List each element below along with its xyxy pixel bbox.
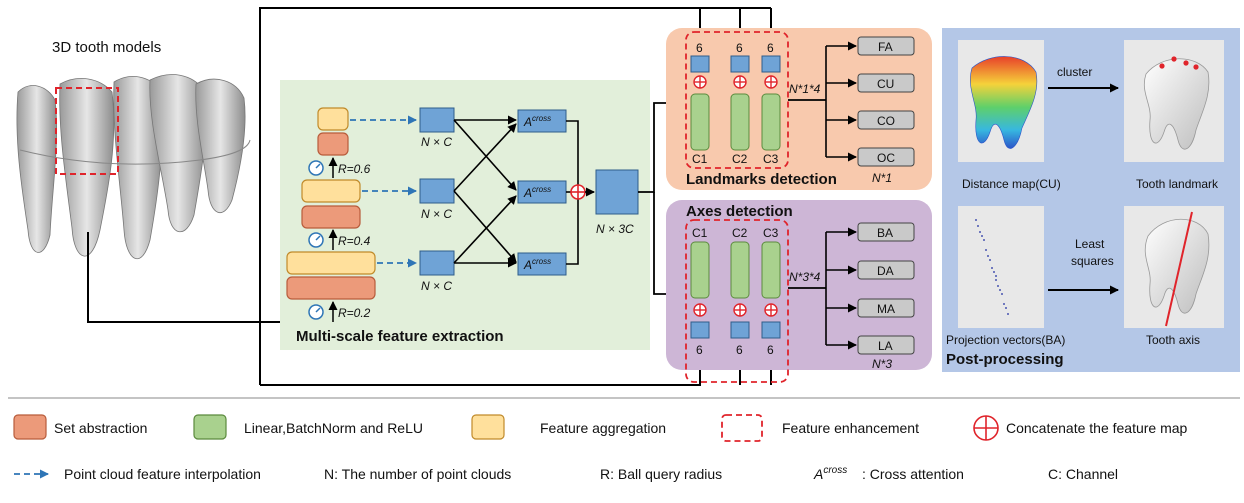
tooth-models-image xyxy=(16,74,251,260)
output-box-fa xyxy=(857,36,915,56)
bottom-routing-line xyxy=(260,359,705,386)
radius-label: R=0.4 xyxy=(338,234,371,248)
axes-shape: N*3*4 xyxy=(789,270,821,284)
channel-dim-label: 6 xyxy=(736,41,743,55)
axes-outputs: BA DA MA LA xyxy=(857,222,915,355)
cross-attention-label: Across xyxy=(523,114,551,129)
tooth-selection-box xyxy=(55,87,119,175)
landmarks-branch: 6 6 6 C1 C2 C3 xyxy=(690,41,781,166)
concat-feature-box xyxy=(595,169,639,215)
legend-label: : Cross attention xyxy=(862,466,964,482)
tooth-axis-label: Tooth axis xyxy=(1146,333,1200,347)
cross-attention-label: Across xyxy=(523,257,551,272)
post-processing-title: Post-processing xyxy=(946,351,1064,368)
channel-dim-label: 6 xyxy=(696,343,703,357)
legend-attention-symbol: Across xyxy=(813,465,847,482)
feature-box xyxy=(419,178,455,204)
output-label: CO xyxy=(877,114,895,128)
projection-label: Projection vectors(BA) xyxy=(946,333,1065,347)
output-label: OC xyxy=(877,151,895,165)
input-line xyxy=(87,232,282,323)
nc-label: N × C xyxy=(421,207,452,221)
output-label: LA xyxy=(878,339,893,353)
feature-aggregation-block xyxy=(301,179,361,203)
output-label: MA xyxy=(877,302,895,316)
legend-label: Point cloud feature interpolation xyxy=(64,466,261,482)
tooth-landmark-label: Tooth landmark xyxy=(1136,177,1219,191)
channel-label: C1 xyxy=(692,226,708,240)
axes-branch: C1 C2 C3 6 6 6 xyxy=(690,226,781,357)
channel-label: C3 xyxy=(763,152,779,166)
top-routing-line xyxy=(259,7,705,385)
nc-label: N × C xyxy=(421,279,452,293)
legend: Set abstraction Linear,BatchNorm and ReL… xyxy=(13,414,1188,482)
landmarks-title: Landmarks detection xyxy=(686,171,837,188)
legend-swatch-linear xyxy=(193,414,227,440)
feature-aggregation-block xyxy=(317,107,349,131)
radius-label: R=0.6 xyxy=(338,162,371,176)
output-box-ma xyxy=(857,298,915,318)
cluster-label: cluster xyxy=(1057,65,1092,79)
channel-dim-label: 6 xyxy=(696,41,703,55)
tooth-axis-line xyxy=(1165,211,1193,327)
cross-attention-label: Across xyxy=(523,185,551,200)
output-box-ba xyxy=(857,222,915,242)
legend-label: Set abstraction xyxy=(54,420,147,436)
landmark-outputs: FA CU CO OC xyxy=(857,36,915,167)
channel-label: C1 xyxy=(692,152,708,166)
output-label: CU xyxy=(877,77,894,91)
feature-box xyxy=(419,107,455,133)
channel-label: C3 xyxy=(763,226,779,240)
multiscale-title: Multi-scale feature extraction xyxy=(296,328,504,345)
axes-enhancement-box xyxy=(685,219,789,383)
least-label: Least xyxy=(1075,237,1105,251)
feature-box xyxy=(419,250,455,276)
concat-label: N × 3C xyxy=(596,222,634,236)
axes-title: Axes detection xyxy=(686,203,793,220)
output-label: BA xyxy=(877,226,893,240)
landmarks-enhancement-box xyxy=(685,31,789,169)
landmarks-note: N*1 xyxy=(872,171,892,185)
output-box-oc xyxy=(857,147,915,167)
output-label: FA xyxy=(878,40,893,54)
channel-dim-label: 6 xyxy=(767,343,774,357)
distance-map-label: Distance map(CU) xyxy=(962,177,1061,191)
output-box-co xyxy=(857,110,915,130)
projection-points xyxy=(975,219,1009,315)
legend-label: Linear,BatchNorm and ReLU xyxy=(244,420,423,436)
cross-connections xyxy=(453,115,517,268)
legend-swatch-set-abstraction xyxy=(13,414,47,440)
channel-dim-label: 6 xyxy=(767,41,774,55)
legend-swatch-aggregation xyxy=(471,414,505,440)
legend-swatch-enhancement xyxy=(721,414,763,442)
output-box-la xyxy=(857,335,915,355)
legend-label: Feature aggregation xyxy=(540,420,666,436)
feature-aggregation-block xyxy=(286,251,376,275)
set-abstraction-block xyxy=(317,132,349,156)
set-abstraction-block xyxy=(301,205,361,229)
output-label: DA xyxy=(877,264,894,278)
legend-label: N: The number of point clouds xyxy=(324,466,511,482)
channel-label: C2 xyxy=(732,152,748,166)
legend-label: Concatenate the feature map xyxy=(1006,420,1188,436)
squares-label: squares xyxy=(1071,254,1114,268)
channel-label: C2 xyxy=(732,226,748,240)
legend-label: R: Ball query radius xyxy=(600,466,722,482)
projection-vectors-image xyxy=(958,206,1044,328)
channel-dim-label: 6 xyxy=(736,343,743,357)
axes-note: N*3 xyxy=(872,357,892,371)
legend-label: C: Channel xyxy=(1048,466,1118,482)
set-abstraction-block xyxy=(286,276,376,300)
output-box-cu xyxy=(857,73,915,93)
radius-label: R=0.2 xyxy=(338,306,371,320)
tooth-models-title: 3D tooth models xyxy=(52,39,161,56)
landmarks-shape: N*1*4 xyxy=(789,82,821,96)
legend-label: Feature enhancement xyxy=(782,420,919,436)
output-box-da xyxy=(857,260,915,280)
nc-label: N × C xyxy=(421,135,452,149)
